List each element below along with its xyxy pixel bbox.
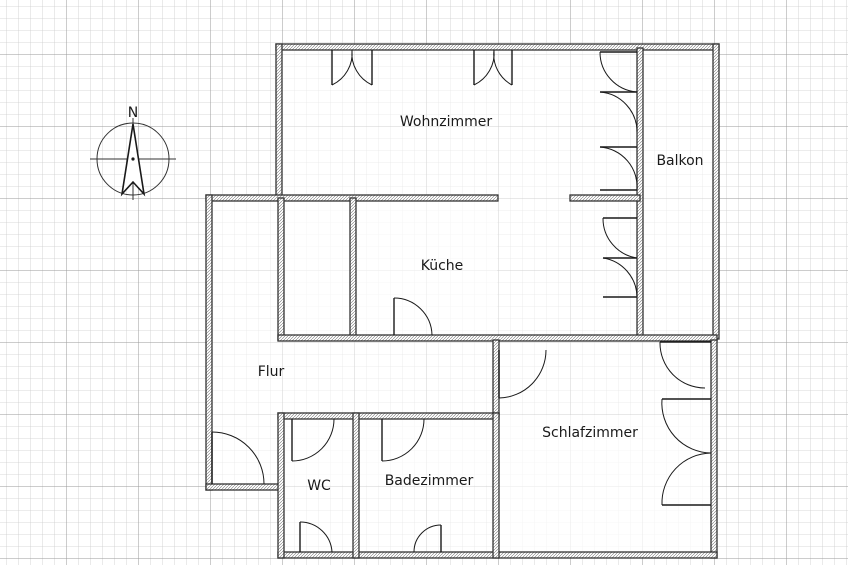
door-wc-lower: [299, 521, 333, 553]
room-label-balkon: Balkon: [656, 153, 703, 169]
compass-north-label: N: [128, 105, 138, 121]
compass: N: [90, 105, 176, 200]
room-label-schlafzimmer: Schlafzimmer: [542, 425, 638, 441]
door-schlafzimmer-flur: [498, 349, 547, 399]
door-balkon-upper: [599, 51, 638, 133]
room-label-wohnzimmer: Wohnzimmer: [400, 114, 492, 130]
door-schlafzimmer-right: [661, 398, 712, 506]
room-label-flur: Flur: [258, 364, 285, 380]
room-labels: Wohnzimmer Balkon Küche Flur Schlafzimme…: [258, 114, 704, 494]
room-label-wc: WC: [307, 478, 331, 494]
door-schlafzimmer-top: [659, 341, 711, 389]
door-entry: [211, 431, 265, 485]
door-balkon-middle: [599, 146, 638, 191]
walls: [205, 43, 720, 559]
door-wohnzimmer-top-right: [473, 49, 513, 86]
room-label-badezimmer: Badezimmer: [385, 473, 474, 489]
door-kueche-flur: [393, 297, 433, 336]
door-wohnzimmer-top-left: [331, 49, 373, 86]
room-label-kueche: Küche: [421, 258, 464, 274]
door-badezimmer-lower: [413, 524, 442, 553]
door-badezimmer: [381, 418, 425, 462]
doors: [211, 49, 712, 553]
door-wc: [291, 418, 335, 462]
door-kueche-balkon: [602, 217, 638, 298]
